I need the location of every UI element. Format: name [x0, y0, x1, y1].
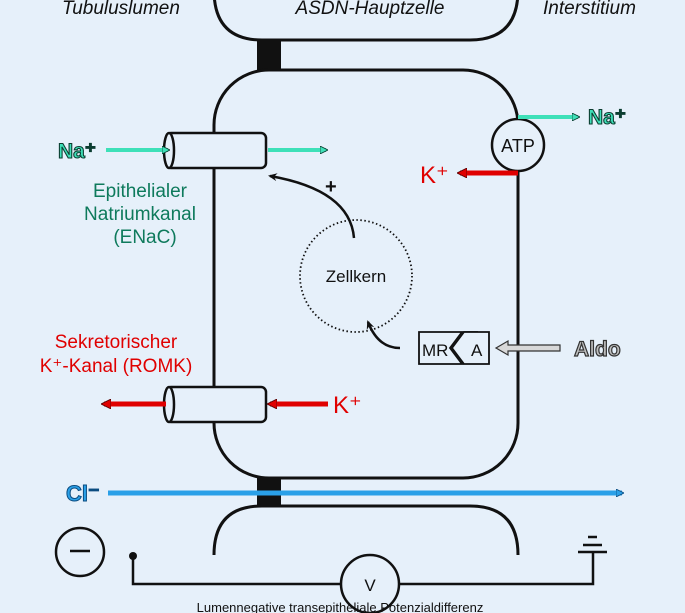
mr-label: MR [422, 341, 448, 360]
nucleus [299, 219, 413, 333]
enac-label-line3: (ENaC) [113, 227, 176, 248]
romk-label-line1: Sekretorischer [55, 332, 178, 353]
tight-junction-top [257, 40, 281, 70]
mr-to-nucleus-arrow [366, 320, 401, 350]
voltmeter [339, 553, 401, 613]
circuit-wire [131, 552, 595, 586]
mr-ligand-label: A [471, 341, 483, 360]
mineralocorticoid-receptor [418, 331, 490, 365]
na-interstitium-label: Na⁺ [588, 106, 626, 129]
aldo-label: Aldo [574, 338, 621, 361]
stimulation-plus: + [325, 176, 337, 198]
interstitium-label: Interstitium [543, 0, 636, 19]
enac-channel [162, 131, 268, 170]
k-pump-label: K⁺ [420, 162, 449, 189]
nucleus-label: Zellkern [326, 267, 386, 286]
main-cell-outline [212, 68, 520, 480]
chloride-label: Cl⁻ [66, 481, 100, 506]
romk-label-line2: K⁺-Kanal (ROMK) [40, 356, 193, 377]
romk-channel [162, 385, 268, 424]
voltmeter-label: V [364, 576, 376, 595]
aldosterone-arrow [494, 339, 561, 357]
lumen-negative-symbol [54, 526, 106, 578]
lumen-label: Tubuluslumen [62, 0, 180, 19]
enac-label-line2: Natriumkanal [84, 204, 196, 225]
ground-symbol [578, 535, 607, 554]
k-romk-label: K⁺ [333, 392, 362, 419]
lower-cell-outline [212, 504, 520, 556]
enac-label-line1: Epithelialer [93, 181, 188, 202]
atp-label: ATP [501, 136, 535, 156]
upper-cell-outline [213, 0, 519, 42]
na-lumen-label: Na⁺ [58, 140, 96, 163]
potential-caption: Lumennegative transepitheliale Potenzial… [197, 600, 484, 613]
stimulation-arrow [268, 173, 356, 239]
cell-label: ASDN-Hauptzelle [295, 0, 445, 19]
